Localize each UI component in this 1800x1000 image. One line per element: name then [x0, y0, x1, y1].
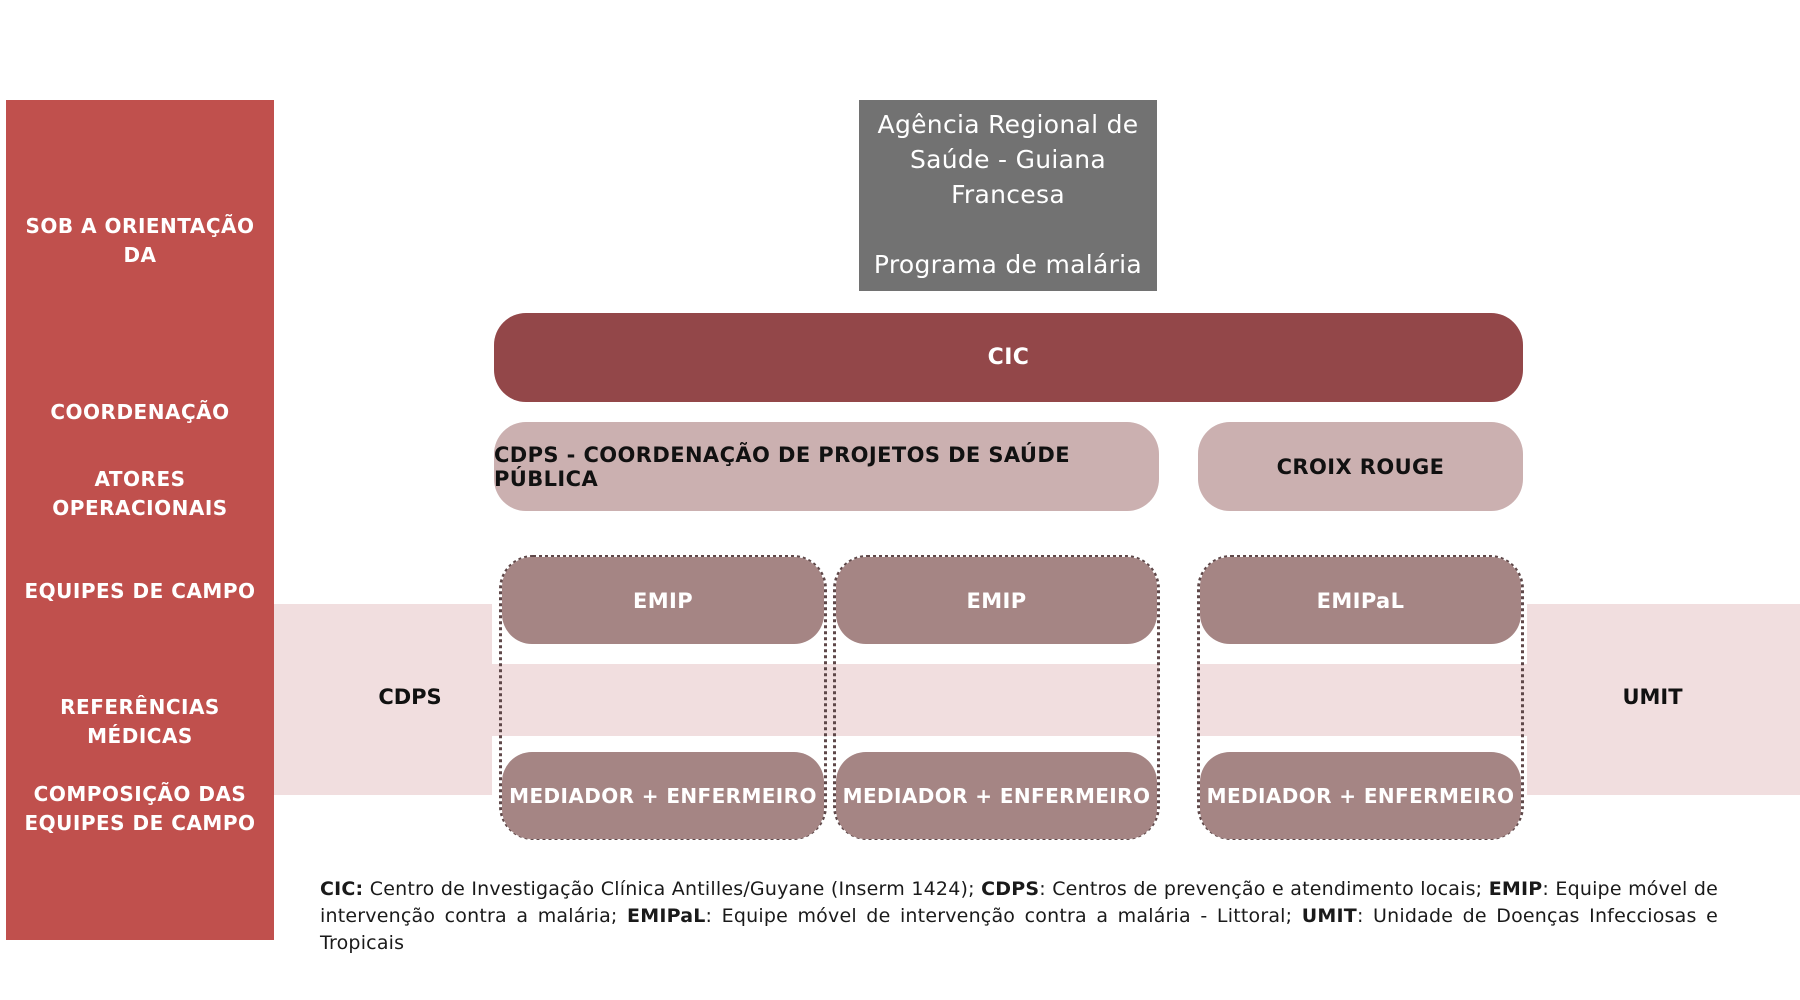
reference-right-label: UMIT [1622, 685, 1683, 709]
row-label-composition: COMPOSIÇÃO DAS EQUIPES DE CAMPO [24, 782, 256, 835]
legend-term-umit: UMIT [1301, 905, 1357, 927]
legend-text-emipal: : Equipe móvel de intervenção contra a m… [705, 905, 1302, 927]
field-team-emip-1: EMIP [502, 557, 824, 644]
legend-text-umit: : Unidade de Doenças Infecciosas e Tropi… [320, 905, 1718, 954]
legend-term-emip: EMIP [1488, 878, 1543, 900]
regional-health-agency-box: Agência Regional de Saúde - Guiana Franc… [859, 100, 1157, 291]
abbreviation-legend: CIC: Centro de Investigação Clínica Anti… [320, 876, 1718, 957]
reference-left-label: CDPS [378, 685, 442, 709]
row-label-medical-references: REFERÊNCIAS MÉDICAS [60, 695, 220, 748]
cic-coordination-pill: CIC [494, 313, 1523, 402]
row-label-coordination: COORDENAÇÃO [50, 400, 230, 424]
composition-pill-2: MEDIADOR + ENFERMEIRO [836, 752, 1157, 839]
legend-term-cic: CIC: [320, 878, 364, 900]
legend-text-cdps: : Centros de prevenção e atendimento loc… [1039, 878, 1489, 900]
legend-term-emipal: EMIPaL [627, 905, 706, 927]
row-label-field-teams: EQUIPES DE CAMPO [24, 579, 256, 603]
row-labels-column: SOB A ORIENTAÇÃO DA COORDENAÇÃO ATORES O… [6, 100, 274, 940]
actor-croix-rouge-pill: CROIX ROUGE [1198, 422, 1523, 511]
field-team-emipal: EMIPaL [1200, 557, 1521, 644]
legend-text-emip: : Equipe móvel de intervenção contra a m… [320, 878, 1718, 927]
row-label-operational: ATORES OPERACIONAIS [52, 467, 228, 520]
field-team-emip-2: EMIP [836, 557, 1157, 644]
composition-pill-1: MEDIADOR + ENFERMEIRO [502, 752, 824, 839]
composition-pill-3: MEDIADOR + ENFERMEIRO [1200, 752, 1521, 839]
row-label-orientation: SOB A ORIENTAÇÃO DA [25, 214, 255, 267]
actor-cdps-pill: CDPS - COORDENAÇÃO DE PROJETOS DE SAÚDE … [494, 422, 1159, 511]
legend-term-cdps: CDPS [981, 878, 1040, 900]
legend-text-cic: Centro de Investigação Clínica Antilles/… [363, 878, 982, 900]
band-gap-column [1159, 604, 1197, 795]
